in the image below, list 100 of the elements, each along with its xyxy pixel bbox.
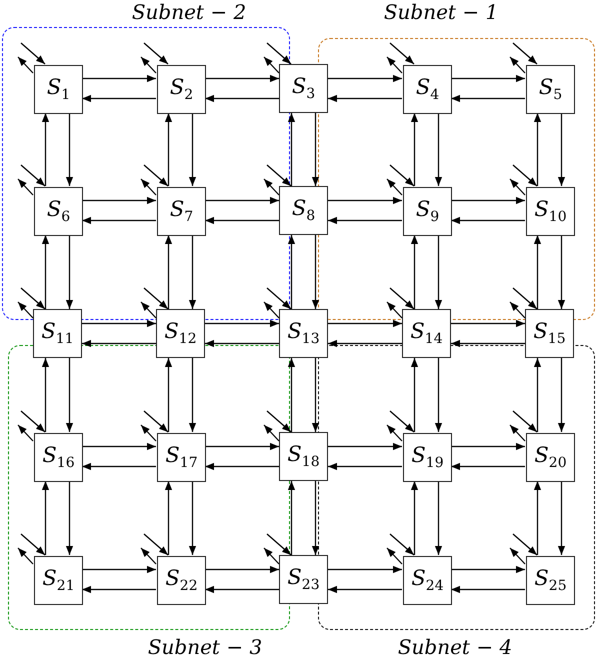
arrow [42, 481, 50, 555]
arrow [144, 534, 168, 556]
arrow [264, 56, 280, 74]
arrow [312, 358, 320, 432]
arrow [164, 113, 172, 186]
arrow [264, 178, 280, 196]
switch-box [157, 65, 206, 114]
arrow [140, 302, 156, 318]
arrow [451, 566, 525, 574]
arrow [410, 235, 418, 309]
switch-label: S$_{23}$ [287, 565, 320, 594]
switch-label: S$_{8}$ [292, 196, 316, 225]
arrow [390, 164, 414, 186]
arrow [205, 320, 279, 328]
arrow [188, 235, 196, 309]
arrow [66, 358, 74, 432]
arrow [451, 462, 525, 470]
arrow [164, 235, 172, 309]
switch-label: S$_{1}$ [46, 75, 70, 104]
switch-label: S$_{11}$ [41, 319, 74, 348]
arrow [288, 235, 296, 309]
arrow [386, 178, 402, 196]
switch-box [156, 309, 205, 358]
arrow [288, 481, 296, 555]
arrow [266, 410, 292, 432]
switch-box [526, 433, 575, 482]
arrow [18, 56, 34, 74]
switch-label: S$_{9}$ [416, 197, 440, 226]
arrow [390, 288, 414, 310]
switch-box [279, 555, 328, 604]
arrow [82, 586, 156, 594]
switch-label: S$_{25}$ [534, 566, 567, 595]
arrow [434, 113, 442, 186]
arrow [328, 340, 402, 348]
arrow [140, 424, 156, 442]
subnet-label: Subnet − 1 [384, 0, 498, 24]
arrow [205, 586, 279, 594]
arrow [205, 74, 279, 82]
arrow [188, 481, 196, 555]
arrow [82, 340, 156, 348]
arrow [266, 42, 292, 64]
arrow [288, 113, 296, 186]
switch-label: S$_{24}$ [411, 566, 444, 595]
arrow [205, 566, 279, 574]
arrow [534, 358, 542, 432]
arrow [205, 442, 279, 450]
arrow [66, 113, 74, 186]
arrow [144, 164, 168, 186]
switch-box [403, 65, 452, 114]
arrow [20, 288, 46, 310]
switch-label: S$_{15}$ [533, 319, 566, 348]
switch-box [157, 187, 206, 236]
arrow [510, 178, 526, 196]
arrow [534, 113, 542, 186]
arrow [140, 56, 156, 74]
switch-box [34, 187, 83, 236]
arrow [328, 442, 402, 450]
arrow [451, 586, 525, 594]
arrow [434, 481, 442, 555]
arrow [82, 74, 156, 82]
arrow [451, 216, 525, 224]
arrow [18, 548, 34, 564]
switch-label: S$_{2}$ [170, 75, 194, 104]
arrow [534, 481, 542, 555]
switch-label: S$_{18}$ [287, 442, 320, 471]
arrow [20, 534, 46, 556]
arrow [82, 462, 156, 470]
arrow [510, 424, 526, 442]
arrow [140, 548, 156, 564]
arrow [534, 235, 542, 309]
arrow [164, 358, 172, 432]
arrow [328, 216, 402, 224]
arrow [144, 410, 168, 432]
arrow [410, 358, 418, 432]
switch-box [526, 187, 575, 236]
arrow [188, 113, 196, 186]
arrow [451, 196, 525, 204]
arrow [512, 288, 538, 310]
arrow [18, 424, 34, 442]
arrow [18, 178, 34, 196]
arrow [82, 442, 156, 450]
arrow [164, 481, 172, 555]
arrow [205, 462, 279, 470]
switch-label: S$_{12}$ [164, 319, 197, 348]
arrow [205, 340, 279, 348]
arrow [264, 548, 280, 564]
arrow [328, 586, 402, 594]
switch-box [279, 186, 328, 235]
switch-box [157, 433, 206, 482]
switch-box [403, 187, 452, 236]
switch-box [33, 309, 82, 358]
arrow [20, 410, 46, 432]
subnet-label: Subnet − 2 [132, 0, 246, 24]
subnet-label: Subnet − 4 [398, 635, 512, 659]
switch-box [279, 432, 328, 481]
arrow [205, 216, 279, 224]
arrow [312, 235, 320, 309]
switch-label: S$_{20}$ [534, 443, 567, 472]
arrow [288, 358, 296, 432]
arrow [144, 288, 168, 310]
